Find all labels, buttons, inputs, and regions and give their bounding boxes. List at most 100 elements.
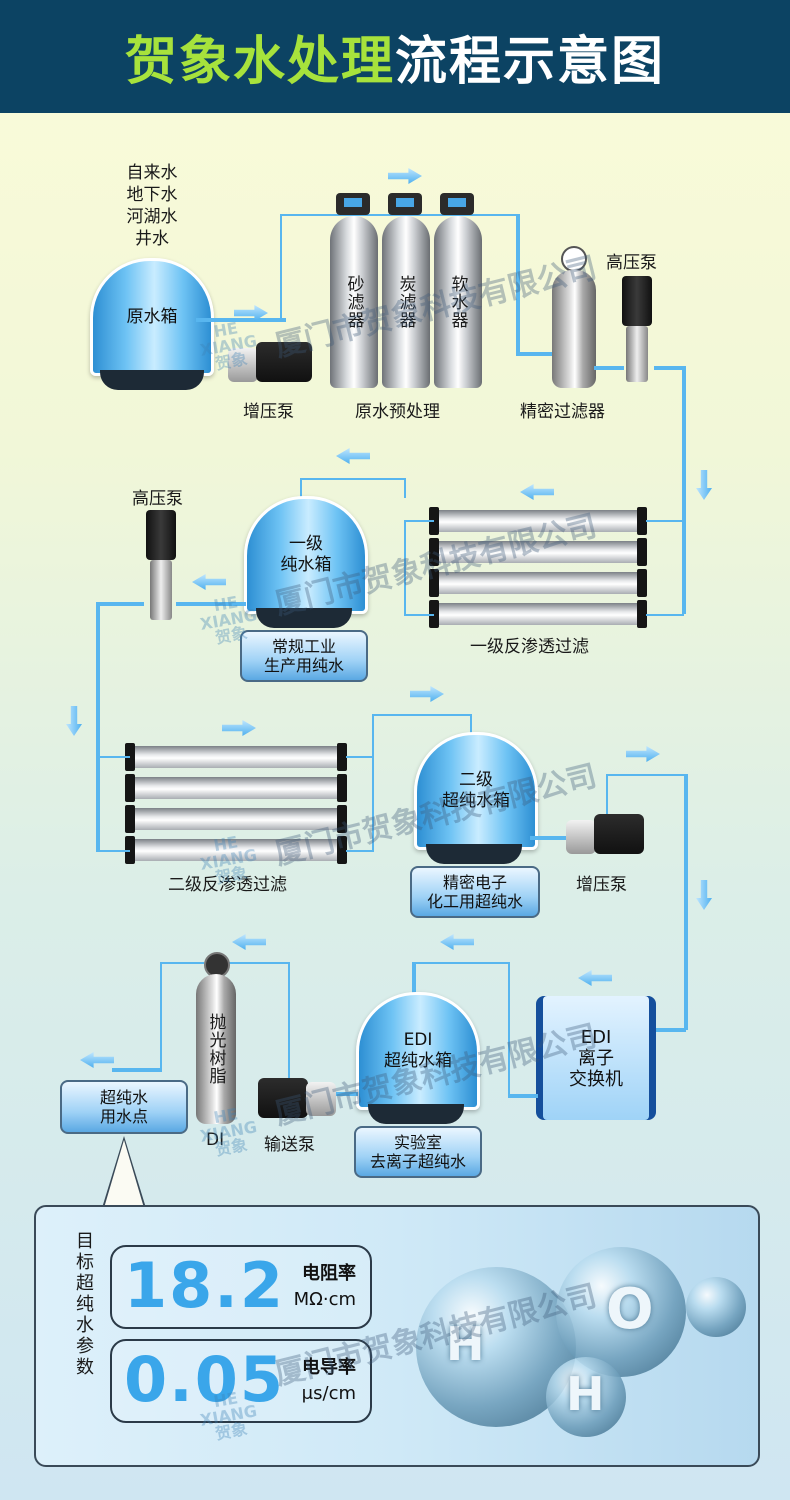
flow-arrow-icon [696,470,712,500]
ro2-membrane-3 [125,805,347,833]
pretreatment-label: 原水预处理 [355,402,440,422]
pipe-pump-to-resin [220,962,290,1078]
logo-bottom: 贺象 [213,1135,249,1160]
tag3-text: 实验室去离子超纯水 [370,1133,466,1171]
tank1-line2: 纯水箱 [280,555,332,575]
conductivity-box: 0.05 电导率 μs/cm [110,1339,372,1423]
high-pressure-pump-2 [140,510,184,626]
callout-pointer [104,1140,144,1208]
pipe-ro2-feed [96,756,130,852]
booster-pump-2 [566,810,646,860]
target-parameters-panel: H O H 目标超纯水参数 18.2 电阻率 MΩ·cm 0.05 电导率 μs… [34,1205,760,1467]
flow-arrow-icon [626,746,660,762]
booster-pump-1-label: 增压泵 [243,402,294,422]
params-vertical-label: 目标超纯水参数 [73,1231,94,1378]
primary-pure-water-tank: 一级纯水箱 [244,496,368,614]
h2o-molecule-icon: O [606,1277,654,1342]
pipe-down-right-2 [684,774,688,1030]
tank2-line2: 超纯水箱 [442,791,510,811]
transfer-pump [258,1074,338,1122]
flow-arrow-icon [222,720,256,736]
flow-arrow-icon [80,1052,114,1068]
water-bubble-3 [546,1357,626,1437]
tank2-text: 二级超纯水箱 [442,770,510,812]
ro1-membrane-3 [429,569,647,597]
ro1-label: 一级反渗透过滤 [470,637,589,657]
pipe-to-edi [654,1028,686,1032]
high-pressure-pump-1-label: 高压泵 [606,253,657,273]
edi-line2: 离子 [578,1047,614,1069]
tag3-line2: 去离子超纯水 [369,1152,466,1171]
flow-arrow-icon [578,970,612,986]
secondary-ultrapure-tank: 二级超纯水箱 [414,732,538,850]
pipe-down-right-1 [682,366,686,614]
tag1-line1: 常规工业 [271,637,336,656]
flow-arrow-icon [192,574,226,590]
pipe-edi-out [508,1094,538,1098]
sand-filter-label: 砂滤器 [343,275,364,329]
tank3-line2: 超纯水箱 [384,1051,452,1071]
tank2-line1: 二级 [459,770,493,790]
raw-water-tank: 原水箱 [90,258,214,376]
water-bubble-4 [686,1277,746,1337]
source-4: 井水 [135,229,169,249]
conductivity-name: 电导率 [302,1357,356,1378]
controller-softener [440,193,474,215]
booster-pump-1 [228,340,314,386]
flow-arrow-icon [232,934,266,950]
page-header: 贺象水处理 流程示意图 [0,0,790,113]
water-sources: 自来水 地下水 河湖水 井水 [110,162,194,250]
raw-water-tank-base [100,370,204,390]
pipe-pump2-up [606,774,686,814]
pipe-precision-to-hp [594,366,624,370]
tag2-line2: 化工用超纯水 [426,892,523,911]
title-brand: 贺象水处理 [124,32,395,92]
resistivity-name: 电阻率 [302,1263,356,1284]
h2o-molecule-icon: H [566,1367,605,1421]
controller-sand [336,193,370,215]
flow-arrow-icon [388,168,422,184]
flow-arrow-icon [336,448,370,464]
use-tag-laboratory: 实验室去离子超纯水 [354,1126,482,1178]
use-point-text: 超纯水用水点 [100,1088,148,1126]
pipe-ro2-out [346,756,374,852]
flow-arrow-icon [440,934,474,950]
edi-line3: 交换机 [569,1068,623,1090]
raw-water-tank-label: 原水箱 [126,306,178,327]
pipe-precision-in [516,352,556,356]
pipe-ro1-to-tank1 [300,478,406,498]
tag3-line1: 实验室 [393,1133,442,1152]
pipe-resin-out [160,962,204,1070]
high-pressure-pump-1 [618,276,658,386]
polishing-resin-column: 抛光树脂 [196,974,236,1124]
conductivity-value: 0.05 [124,1343,285,1416]
pipe-hp-out [654,366,684,370]
booster-pump-2-label: 增压泵 [576,875,627,895]
pipe-hp2-out [96,602,144,606]
tank2-base [426,844,522,864]
tank1-line1: 一级 [289,534,323,554]
pipe-to-use-point [112,1068,162,1072]
title-main: 流程示意图 [395,32,666,92]
tank1-text: 一级纯水箱 [281,534,332,576]
precision-filter [552,270,596,388]
conductivity-unit: μs/cm [301,1383,356,1404]
precision-filter-label: 精密过滤器 [520,402,605,422]
use-tag-industrial: 常规工业生产用纯水 [240,630,368,682]
transfer-pump-label: 输送泵 [264,1135,315,1155]
use-line2: 用水点 [99,1107,148,1126]
pipe-ro1-out [404,520,434,616]
source-2: 地下水 [126,185,178,205]
tag2-line1: 精密电子 [442,873,507,892]
pipe-into-tank3 [412,962,416,996]
flow-arrow-icon [696,880,712,910]
pipe-tank1-to-hp2 [176,602,246,606]
